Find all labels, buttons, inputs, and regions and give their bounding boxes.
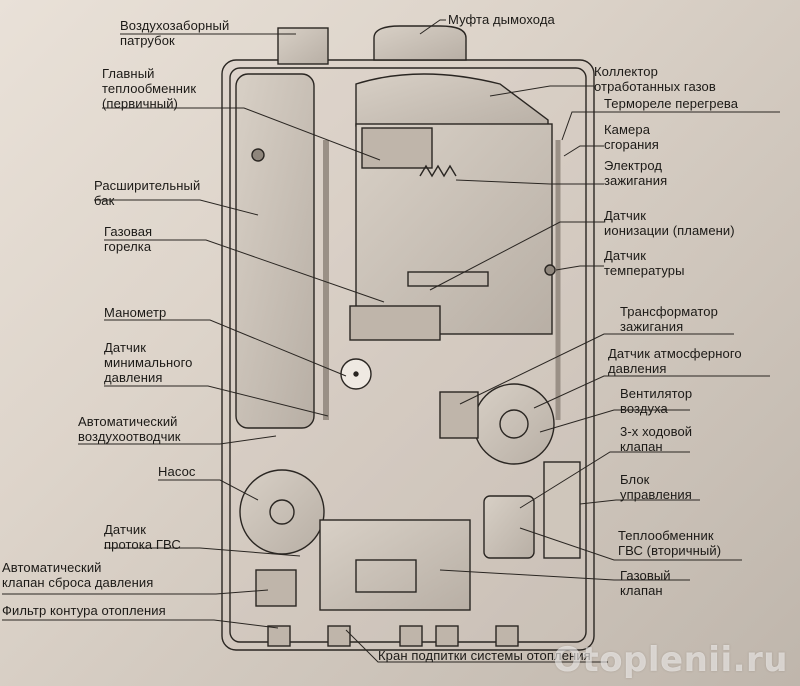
label-expansion-tank: Расширительный бак: [94, 178, 201, 208]
label-overheat-thermostat: Термореле перегрева: [604, 96, 739, 111]
heat-exchanger-shape: [361, 127, 433, 169]
fan-hub: [499, 409, 529, 439]
leader-fill-valve: [345, 629, 608, 663]
label-atmospheric-pressure-sensor: Датчик атмосферного давления: [608, 346, 742, 376]
leader-control-unit: [579, 499, 700, 505]
leader-electrode: [455, 179, 604, 185]
leader-three-way: [519, 451, 690, 509]
bottom-connector-5: [495, 625, 519, 647]
leader-main-exchanger: [102, 107, 381, 161]
leader-pump: [158, 479, 259, 501]
leader-atmo-pressure: [533, 375, 770, 409]
air-intake-pipe: [277, 27, 329, 65]
leader-min-pressure: [104, 385, 329, 417]
watermark: Otoplenii.ru: [553, 640, 788, 680]
leader-air-vent: [78, 435, 277, 445]
label-combustion-chamber: Камера сгорания: [604, 122, 659, 152]
fan-shape: [473, 383, 555, 465]
gas-valve-shape: [319, 519, 471, 611]
leader-gas-burner: [104, 239, 385, 303]
leader-transformer: [459, 333, 734, 405]
label-ignition-electrode: Электрод зажигания: [604, 158, 668, 188]
leader-dhw-flow: [104, 547, 301, 557]
flue-collector-shape: [355, 73, 549, 131]
leader-relief: [2, 589, 269, 595]
leader-flue-collector: [489, 85, 594, 97]
label-min-pressure: Датчик минимального давления: [104, 340, 193, 385]
expansion-tank-shape: [235, 73, 315, 429]
bottom-connector-3: [399, 625, 423, 647]
label-gas-burner: Газовая горелка: [104, 224, 153, 254]
leader-chamber: [563, 145, 604, 157]
ignition-electrode-shape: [419, 164, 457, 178]
temperature-sensor-shape: [544, 264, 556, 276]
label-fill-valve: Кран подпитки системы отопления: [378, 648, 591, 663]
label-heating-filter: Фильтр контура отопления: [2, 603, 166, 618]
relief-valve-shape: [255, 569, 297, 607]
label-main-exchanger: Главный теплообменник (первичный): [102, 66, 197, 111]
leader-dhw-exchanger: [519, 527, 742, 561]
label-flue-collector: Коллектор отработанных газов: [594, 64, 716, 94]
label-temperature-sensor: Датчик температуры: [604, 248, 685, 278]
pump-hub: [269, 499, 295, 525]
pump-shape: [239, 469, 325, 555]
leader-flue-coupling: [419, 19, 446, 35]
leader-filter: [2, 619, 279, 629]
label-ignition-transformer: Трансформатор зажигания: [620, 304, 718, 334]
transformer-shape: [439, 391, 479, 439]
leader-ionization: [429, 221, 604, 291]
label-flue-coupling: Муфта дымохода: [448, 12, 555, 27]
gas-burner-shape: [349, 305, 441, 341]
label-dhw-flow: Датчик протока ГВС: [104, 522, 181, 552]
label-relief-valve: Автоматический клапан сброса давления: [2, 560, 154, 590]
ionization-plate: [407, 271, 489, 287]
flue-coupling-shape: [373, 25, 467, 61]
bottom-connector-1: [267, 625, 291, 647]
label-manometer: Манометр: [104, 305, 167, 320]
leader-manometer: [104, 319, 347, 377]
manometer-center: [353, 371, 359, 377]
bottom-connector-2: [327, 625, 351, 647]
label-air-intake: Воздухозаборный патрубок: [120, 18, 230, 48]
label-ionization-sensor: Датчик ионизации (пламени): [604, 208, 735, 238]
control-unit-shape: [543, 461, 581, 559]
leader-gas-valve: [439, 569, 690, 581]
gas-valve-detail: [355, 559, 417, 593]
expansion-tank-valve: [251, 148, 265, 162]
leader-fan: [539, 409, 690, 433]
leader-temperature: [555, 265, 604, 271]
leader-expansion-tank: [94, 199, 259, 216]
label-pump: Насос: [158, 464, 196, 479]
label-three-way-valve: 3-х ходовой клапан: [620, 424, 693, 454]
label-air-fan: Вентилятор воздуха: [620, 386, 693, 416]
label-dhw-exchanger: Теплообменник ГВС (вторичный): [618, 528, 722, 558]
leader-overheat: [561, 111, 780, 141]
bottom-connector-4: [435, 625, 459, 647]
label-gas-valve: Газовый клапан: [620, 568, 671, 598]
label-control-unit: Блок управления: [620, 472, 692, 502]
three-way-valve-shape: [483, 495, 535, 559]
label-air-vent: Автоматический воздухоотводчик: [78, 414, 181, 444]
